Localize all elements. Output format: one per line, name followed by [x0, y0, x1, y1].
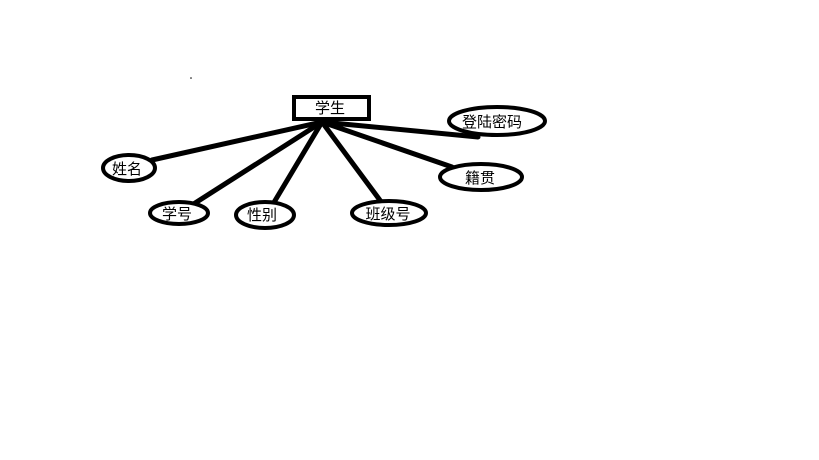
attribute-name: 姓名 — [101, 153, 157, 183]
attribute-gender: 性别 — [234, 200, 296, 230]
attribute-login-password: 登陆密码 — [447, 105, 547, 137]
attribute-label: 登陆密码 — [462, 113, 522, 131]
attribute-ellipse — [101, 153, 157, 183]
attribute-label: 籍贯 — [465, 169, 495, 187]
attribute-hometown: 籍贯 — [438, 162, 524, 192]
attribute-class-id: 班级号 — [350, 199, 428, 227]
attribute-ellipse — [234, 200, 296, 230]
attribute-ellipse — [148, 200, 210, 226]
attribute-ellipse — [438, 162, 524, 192]
attribute-label: 性别 — [247, 206, 277, 224]
connector-class-id — [319, 119, 385, 206]
stray-dot — [190, 77, 192, 79]
attribute-label: 班级号 — [365, 205, 410, 223]
connectors — [149, 119, 481, 208]
connector-hometown — [319, 119, 455, 170]
attribute-ellipse — [447, 105, 547, 137]
entity-label: 学生 — [315, 99, 345, 117]
entity-student: 学生 — [292, 95, 371, 121]
attribute-ellipse — [350, 199, 428, 227]
connector-name — [149, 119, 325, 163]
connector-student-id — [189, 119, 325, 208]
entity-box — [292, 95, 371, 121]
connector-gender — [270, 119, 325, 207]
attribute-label: 学号 — [162, 205, 192, 223]
attribute-label: 姓名 — [112, 160, 142, 178]
connector-login-password — [319, 119, 481, 140]
attribute-student-id: 学号 — [148, 200, 210, 226]
